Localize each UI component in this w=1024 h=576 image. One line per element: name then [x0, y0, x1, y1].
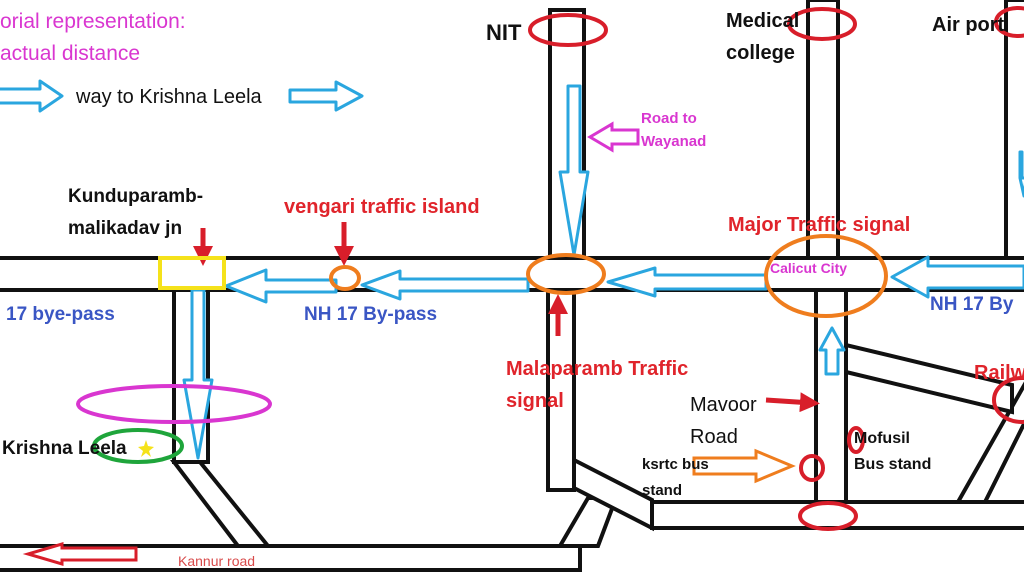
medical-college-label-2: college — [726, 42, 795, 64]
legend-arrow-left — [0, 79, 64, 113]
route-arrows — [0, 79, 1024, 460]
nit-marker — [528, 13, 608, 47]
railway-marker — [992, 376, 1024, 424]
airport-road — [1004, 0, 1024, 260]
bottom-road — [650, 500, 1024, 530]
vengari-label: vengari traffic island — [284, 196, 480, 218]
kunduparamb-label-2: malikadav jn — [68, 218, 183, 239]
vengari-traffic-island-marker — [329, 265, 361, 291]
airport-label: Air port — [932, 14, 1005, 36]
route-arrow-nit-down — [558, 84, 590, 257]
kannur-pointer-arrow — [22, 541, 138, 567]
route-arrow-city-to-nit — [606, 266, 768, 298]
bottom-road-marker — [798, 501, 858, 531]
mavoor-road-label-1: Mavoor — [690, 394, 757, 416]
mavoor-road-label-2: Road — [690, 426, 738, 448]
kannur-road-label: Kannur road — [178, 553, 256, 569]
medical-college-road — [806, 0, 840, 260]
malaparamb-label-1: Malaparamb Traffic — [506, 358, 689, 380]
railway-label: Railw — [974, 362, 1024, 384]
route-arrow-mavoor-up — [818, 326, 846, 376]
ksrtc-marker — [799, 454, 825, 482]
bypass-mid-label: NH 17 By-pass — [304, 304, 438, 325]
nit-label: NIT — [486, 20, 522, 45]
legend-arrow-label: way to Krishna Leela — [76, 86, 262, 108]
krishna-leela-star-icon — [138, 440, 154, 457]
railway-link-lower — [954, 381, 1024, 504]
malaparamb-signal-marker — [526, 253, 606, 295]
medical-college-label-1: Medical — [726, 10, 800, 32]
krishna-leela-label: Krishna Leela — [2, 438, 127, 459]
legend-title: orial representation: — [0, 10, 186, 33]
ksrtc-pointer-arrow — [692, 448, 796, 484]
wayanad-pointer-arrow — [587, 121, 640, 153]
major-traffic-signal-marker — [764, 234, 888, 318]
bypass-right-label: NH 17 By — [930, 294, 1014, 315]
malaparamb-road — [546, 288, 576, 492]
bypass-left-label: 17 bye-pass — [6, 304, 115, 325]
mavoor-pointer-arrow — [765, 392, 820, 413]
major-signal-label: Major Traffic signal — [728, 214, 911, 236]
route-arrow-bypass-mid — [360, 269, 530, 301]
medical-college-marker — [787, 7, 857, 41]
ksrtc-label-1: ksrtc bus — [642, 456, 709, 473]
krishna-leela-marker — [92, 428, 184, 464]
mofusil-marker — [847, 426, 865, 454]
airport-marker — [994, 6, 1024, 38]
railway-link-upper — [844, 342, 1014, 415]
kannur-link-diagonal — [169, 460, 273, 548]
calicut-city-label: Calicut City — [770, 260, 848, 276]
bottom-link-diagonal — [572, 456, 654, 532]
route-arrow-from-east — [890, 255, 1024, 299]
kunduparamb-label-1: Kunduparamb- — [68, 186, 204, 207]
krishna-leela-area-marker — [76, 384, 272, 424]
route-arrow-kundu-down — [182, 288, 214, 460]
junction-markers — [76, 6, 1024, 531]
route-arrow-airport-down — [1018, 150, 1024, 198]
kunduparamb-junction-marker — [158, 256, 226, 290]
ksrtc-label-2: stand — [642, 482, 683, 499]
route-arrow-bypass-left — [224, 268, 338, 304]
mofusil-label-1: Mofusil — [854, 430, 910, 447]
legend-arrow-right — [288, 80, 364, 112]
legend-subtitle: actual distance — [0, 42, 141, 65]
wayanad-label-2: Wayanad — [641, 133, 707, 150]
mofusil-label-2: Bus stand — [854, 456, 932, 473]
malaparamb-label-2: signal — [506, 390, 564, 412]
wayanad-label-1: Road to — [641, 110, 697, 127]
